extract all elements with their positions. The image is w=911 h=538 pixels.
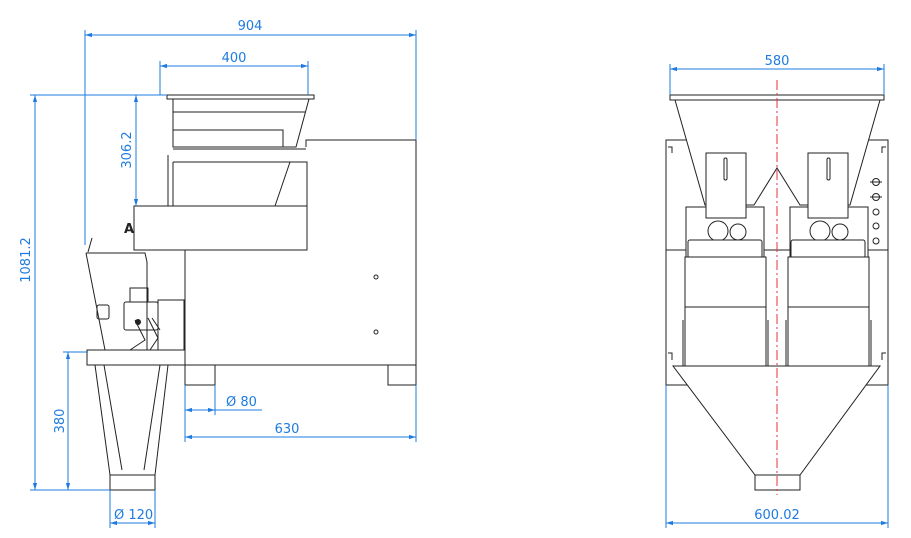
bucket-window xyxy=(96,304,110,320)
dim-top-width-label: 580 xyxy=(765,54,790,69)
weigh-bucket-right xyxy=(785,256,872,368)
front-view xyxy=(665,80,889,495)
base-plate xyxy=(86,349,186,366)
pivot xyxy=(135,319,141,325)
side-view: A xyxy=(85,94,417,491)
section-label: A xyxy=(124,222,134,237)
top-hopper xyxy=(172,98,310,148)
main-frame xyxy=(185,139,417,366)
dim-outlet-height-label: 380 xyxy=(53,409,68,434)
dim-frame-depth-label: 630 xyxy=(275,422,300,437)
dim-frame-width-label: 600.02 xyxy=(754,508,800,523)
weigh-bucket xyxy=(85,237,148,351)
control-plate xyxy=(157,299,185,351)
storage-hopper xyxy=(172,148,308,207)
dim-overall-height-label: 1081.2 xyxy=(19,237,34,283)
actuator xyxy=(123,301,159,331)
weigh-bucket-left xyxy=(682,256,769,368)
indicator-holes xyxy=(870,178,882,245)
side-dimensions: 904 400 1081.2 306.2 380 Ø 80 630 Ø 120 xyxy=(19,19,417,528)
top-plate xyxy=(133,205,308,251)
foot-right xyxy=(387,364,417,386)
linkage xyxy=(129,317,161,351)
dim-overall-width-label: 904 xyxy=(238,19,263,34)
dim-outlet-diameter-label: Ø 120 xyxy=(114,508,153,523)
storage-hopper-right xyxy=(789,152,869,259)
top-hopper-rim xyxy=(166,94,315,100)
front-dimensions: 580 600.02 xyxy=(665,54,889,528)
outlet xyxy=(109,474,156,491)
dim-hopper-width-label: 400 xyxy=(222,51,247,66)
dim-hopper-height-label: 306.2 xyxy=(120,131,135,168)
bolt xyxy=(373,274,379,280)
storage-hopper-left xyxy=(685,152,765,259)
bolt xyxy=(373,329,379,335)
motor-box xyxy=(129,287,149,303)
foot-left xyxy=(184,364,216,386)
dim-foot-diameter-label: Ø 80 xyxy=(226,395,257,410)
discharge-funnel xyxy=(94,364,169,476)
